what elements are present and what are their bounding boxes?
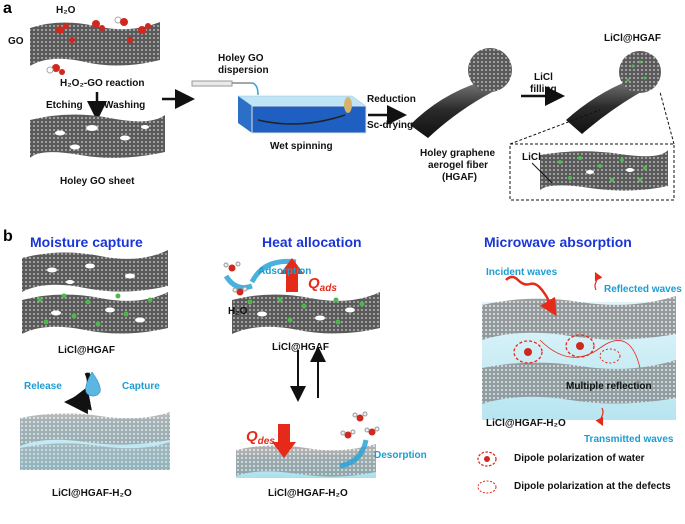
q-des-label: Qdes xyxy=(246,428,275,447)
licl-filling-label-2: filling xyxy=(530,84,557,95)
reflected-wave xyxy=(594,271,603,291)
licl-hgaf-fiber xyxy=(566,51,661,134)
mc-sheet-top xyxy=(22,250,168,292)
h2o-label: H₂O xyxy=(56,5,76,16)
heat-h2o-label: H₂O xyxy=(228,306,248,317)
water-droplet xyxy=(85,371,101,397)
ha-sheet-top xyxy=(232,292,380,334)
go-label: GO xyxy=(8,36,24,47)
sc-drying-label: Sc-drying xyxy=(367,120,414,131)
panel-b-label: b xyxy=(3,228,13,245)
spinning-bath xyxy=(237,95,367,134)
heat-allocation-title: Heat allocation xyxy=(262,234,362,250)
microwave-absorption-title: Microwave absorption xyxy=(484,234,632,250)
desorption-label: Desorption xyxy=(374,450,427,461)
mc-licl-hgaf-h2o-label: LiCl@HGAF-H₂O xyxy=(52,488,132,499)
mc-licl-hgaf-label: LiCl@HGAF xyxy=(58,345,115,356)
licl-label: LiCl xyxy=(522,152,541,163)
legend-water-label: Dipole polarization of water xyxy=(514,453,645,464)
licl-hgaf-label: LiCl@HGAF xyxy=(604,33,661,44)
capture-label: Capture xyxy=(122,381,160,392)
syringe xyxy=(191,80,259,96)
reduction-label: Reduction xyxy=(367,94,416,105)
transmitted-wave xyxy=(595,407,604,427)
hgaf-fiber xyxy=(410,48,512,138)
etching-label: Etching xyxy=(46,100,83,111)
holey-go-sheet-label: Holey GO sheet xyxy=(60,176,135,187)
water-molecules-heat xyxy=(223,261,380,439)
dispersion-label-1: Holey GO xyxy=(218,53,264,64)
wet-spinning-label: Wet spinning xyxy=(270,141,333,152)
zoom-box xyxy=(509,91,675,201)
ha-water-box xyxy=(236,444,376,478)
reflected-waves-label: Reflected waves xyxy=(604,284,682,295)
dipole-circles xyxy=(513,334,641,369)
h2o2-molecules xyxy=(46,16,151,75)
incident-wave xyxy=(505,275,557,317)
ma-water-box xyxy=(482,296,676,420)
incident-waves-label: Incident waves xyxy=(486,267,558,278)
licl-filling-label-1: LiCl xyxy=(534,72,553,83)
legend-defect-symbol xyxy=(477,480,497,494)
hgaf-label-3: (HGAF) xyxy=(442,172,477,183)
legend-defects-label: Dipole polarization at the defects xyxy=(514,481,671,492)
reaction-label: H₂O₂-GO reaction xyxy=(60,78,145,89)
q-ads-arrow xyxy=(280,258,304,292)
mc-sheet-mid xyxy=(22,292,168,334)
release-label: Release xyxy=(24,381,62,392)
dispersion-label-2: dispersion xyxy=(218,65,269,76)
ha-licl-hgaf-h2o-label: LiCl@HGAF-H₂O xyxy=(268,488,348,499)
legend-water-symbol xyxy=(477,451,497,467)
q-ads-label: Qads xyxy=(308,275,337,294)
mc-water-box xyxy=(20,412,170,470)
hgaf-label-2: aerogel fiber xyxy=(428,160,489,171)
ha-licl-hgaf-label: LiCl@HGAF xyxy=(272,342,329,353)
hgaf-label-1: Holey graphene xyxy=(420,148,496,159)
moisture-capture-title: Moisture capture xyxy=(30,234,143,250)
q-des-arrow xyxy=(272,424,296,458)
holey-go-sheet xyxy=(30,114,165,158)
washing-label: Washing xyxy=(104,100,146,111)
transmitted-waves-label: Transmitted waves xyxy=(584,434,674,445)
multiple-reflection-label: Multiple reflection xyxy=(566,381,652,392)
panel-a-label: a xyxy=(3,0,12,17)
ma-licl-hgaf-h2o-label: LiCl@HGAF-H₂O xyxy=(486,418,566,429)
adsorption-label: Adsorption xyxy=(258,266,312,277)
